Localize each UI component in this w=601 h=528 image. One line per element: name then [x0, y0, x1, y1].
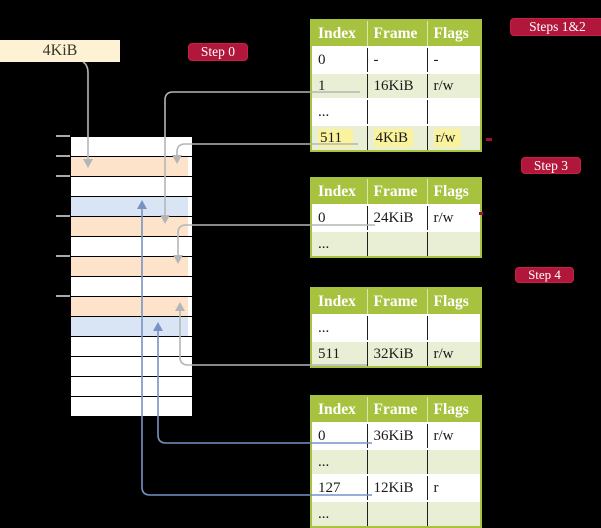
column-header-index: Index [312, 289, 367, 316]
column-header-flags: Flags [426, 289, 480, 316]
memory-row [71, 277, 192, 297]
memory-tick [56, 215, 70, 217]
memory-row [71, 237, 192, 257]
memory-row [71, 297, 192, 317]
column-header-flags: Flags [426, 397, 480, 424]
physical-memory-stack [70, 136, 192, 417]
table-row: ... [312, 230, 480, 256]
highlight-mark: 511 [318, 128, 353, 147]
memory-row [71, 137, 192, 157]
memory-tick [56, 295, 70, 297]
table-row-highlighted: 511 4KiB r/w [312, 124, 480, 150]
table-row: ... [312, 500, 480, 526]
highlight-mark: 4KiB [373, 128, 414, 147]
red-leader-stub [486, 138, 492, 141]
memory-row [71, 257, 192, 277]
column-header-flags: Flags [426, 21, 480, 48]
column-header-flags: Flags [426, 179, 480, 206]
memory-row [71, 197, 192, 217]
red-leader-stub [479, 212, 483, 215]
badge-step-3: Step 3 [521, 157, 581, 174]
memory-tick [56, 135, 70, 137]
memory-tick [56, 175, 70, 177]
memory-row [71, 357, 192, 377]
column-header-index: Index [312, 179, 367, 206]
memory-row [71, 397, 192, 417]
page-table-2: Index Frame Flags 0 24KiB r/w ... [310, 177, 482, 258]
column-header-index: Index [312, 397, 367, 424]
memory-row [71, 337, 192, 357]
highlight-mark: r/w [433, 128, 461, 147]
frame-size-box: 4KiB [0, 40, 120, 62]
memory-tick [56, 155, 70, 157]
memory-tick [56, 255, 70, 257]
page-table-4: Index Frame Flags 0 36KiB r/w ... 127 12… [310, 395, 482, 528]
memory-row [71, 177, 192, 197]
memory-row [71, 217, 192, 237]
memory-row [71, 157, 192, 177]
memory-row [71, 377, 192, 397]
page-table-1: Index Frame Flags 0 - - 1 16KiB r/w ... [310, 19, 482, 152]
badge-step-4: Step 4 [515, 267, 574, 283]
column-header-frame: Frame [366, 21, 427, 48]
table-row: 0 24KiB r/w [312, 205, 480, 231]
badge-step-0: Step 0 [188, 43, 248, 61]
column-header-frame: Frame [366, 397, 427, 424]
badge-steps-1-2: Steps 1&2 [510, 18, 601, 36]
table-row: 127 12KiB r [312, 474, 480, 501]
column-header-frame: Frame [366, 289, 427, 316]
column-header-frame: Frame [366, 179, 427, 206]
column-header-index: Index [312, 21, 367, 48]
table-row: ... [312, 98, 480, 125]
table-row: ... [312, 448, 480, 475]
table-row: 511 32KiB r/w [312, 340, 480, 366]
table-row: 0 - - [312, 47, 480, 73]
table-row: 1 16KiB r/w [312, 72, 480, 99]
page-table-3: Index Frame Flags ... 511 32KiB r/w [310, 287, 482, 368]
table-row: 0 36KiB r/w [312, 423, 480, 449]
table-row: ... [312, 315, 480, 341]
memory-row [71, 317, 192, 337]
